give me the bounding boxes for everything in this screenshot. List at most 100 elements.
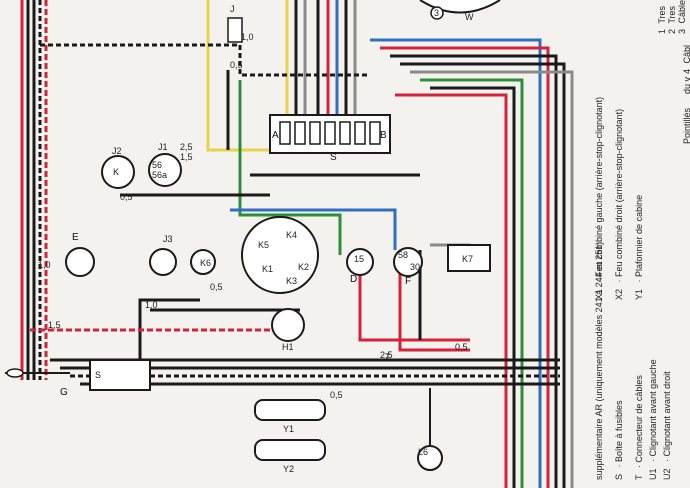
lamp-k7-label: K7 — [462, 254, 473, 264]
component-l6: L6 — [417, 388, 443, 471]
legend-t-text: · Connecteur de câbles — [634, 375, 644, 469]
wire-label-8: 1,5 — [48, 320, 61, 330]
connector-j2-label: J2 — [112, 146, 122, 156]
lamp-f-terminal-58: 58 — [398, 250, 408, 260]
legend-right-3: 3 Câble — [677, 0, 687, 34]
connector-j3: J3 — [149, 234, 177, 276]
legend-s-text: · Boîte à fusibles — [614, 400, 624, 468]
wire-label-7: 1,0 — [145, 300, 158, 310]
legend-y1-text: · Plafonnier de cabine — [634, 195, 644, 283]
legend-u1-key: U1 — [648, 468, 658, 480]
lamp-f-terminal-30: 30 — [410, 262, 420, 272]
legend-s: S · Boîte à fusibles — [614, 400, 624, 480]
legend-right-2: 2 Tres — [667, 5, 677, 34]
node-t-label: T — [385, 352, 391, 362]
relay-k6: K6 — [190, 249, 216, 275]
lamp-y2-label: Y2 — [283, 464, 294, 474]
component-item-3-label: 3 — [434, 8, 439, 18]
connector-j1-label: J1 — [158, 142, 168, 152]
fusebox-label: S — [330, 152, 337, 163]
lamp-d-label: D — [350, 274, 357, 285]
legend-x1-key: X1 — [594, 289, 604, 300]
legend-t: T · Connecteur de câbles — [634, 375, 644, 480]
lamp-k7: K7 — [447, 244, 491, 272]
legend-x2: X2 · Feu combiné droit (arrière-stop-cli… — [614, 109, 624, 300]
legend-y1: Y1 · Plafonnier de cabine — [634, 195, 644, 300]
wire-label-4: 1,5 — [180, 152, 193, 162]
fusebox-connector-b: B — [380, 130, 387, 141]
wire-label-9: 0,5 — [210, 282, 223, 292]
lamp-h1: H1 — [271, 308, 305, 352]
relay-k2-label: K2 — [298, 262, 309, 272]
component-w-label: W — [465, 12, 474, 22]
legend-right-1-key: 1 — [657, 29, 667, 34]
connector-j3-label: J3 — [163, 234, 173, 244]
legend-x1-text: · Feu combiné gauche (arrière-stop-clign… — [594, 97, 604, 283]
relay-k1-label: K1 — [262, 264, 273, 274]
lamp-y1: Y1 — [254, 399, 326, 434]
legend-right-5: du v — [682, 76, 690, 94]
lamp-e-label: E — [72, 232, 79, 243]
relay-cluster: K5 K4 K1 K2 K3 — [241, 216, 319, 294]
relay-k4-label: K4 — [286, 230, 297, 240]
relay-k5-label: K5 — [258, 240, 269, 250]
switch-g-label: G — [60, 387, 68, 398]
wire-label-10: 2,5 — [380, 350, 393, 360]
legend-right-1-text: Tres — [657, 5, 667, 23]
lamp-d: D 15 — [346, 248, 374, 285]
legend-vertical: X1 · Feu combiné gauche (arrière-stop-cl… — [594, 97, 672, 480]
lamp-f-label: F — [405, 276, 411, 287]
right-wire-bundle — [370, 38, 574, 488]
legend-supplementary: supplémentaire AR (uniquement modèles 24… — [594, 242, 604, 480]
legend-u2: U2 · Clignotant avant droit — [662, 371, 672, 480]
legend-right-3-key: 3 — [677, 29, 687, 34]
legend-y1-key: Y1 — [634, 289, 644, 300]
component-j: J — [227, 4, 243, 43]
legend-t-key: T — [634, 474, 644, 480]
wire-annotations: 1,0 0,5 2,5 1,5 0,5 1,0 1,0 1,5 0,5 2,5 … — [38, 32, 468, 400]
left-wire-bundle — [20, 0, 48, 380]
lamp-d-terminal-15: 15 — [354, 254, 364, 264]
wire-label-2: 0,5 — [230, 60, 243, 70]
legend-right-4-text: Câbl — [682, 45, 690, 64]
legend-u2-key: U2 — [662, 468, 672, 480]
switch-g-terminal-s: S — [95, 370, 101, 380]
legend-right-2-text: Tres — [667, 5, 677, 23]
legend-u1: U1 · Clignotant avant gauche — [648, 359, 658, 480]
lamp-y2: Y2 — [254, 439, 326, 474]
horizontal-bus — [30, 43, 560, 386]
switch-g: G S — [5, 359, 151, 398]
fusebox: A B S — [269, 114, 391, 163]
connector-j1-terminal-56a: 56a — [152, 170, 167, 180]
wire-label-6: 1,0 — [38, 260, 51, 270]
legend-right-4: 4 Câbl — [682, 45, 690, 74]
lamp-y1-label: Y1 — [283, 424, 294, 434]
legend-x1: X1 · Feu combiné gauche (arrière-stop-cl… — [594, 97, 604, 300]
wire-label-12: 0,5 — [330, 390, 343, 400]
legend-u2-text: · Clignotant avant droit — [662, 371, 672, 462]
legend-right-6: Pointillés — [682, 107, 690, 144]
node-t: T — [385, 352, 391, 362]
connector-j1-terminal-56: 56 — [152, 160, 162, 170]
connector-j1: J1 56 56a — [148, 142, 182, 187]
wire-label-5: 0,5 — [120, 192, 133, 202]
component-l6-label: L6 — [418, 447, 428, 457]
legend-x2-text: · Feu combiné droit (arrière-stop-cligno… — [614, 109, 624, 283]
wire-label-3: 2,5 — [180, 142, 193, 152]
fuse-row — [279, 121, 381, 145]
connector-j2: J2 K — [101, 146, 135, 189]
relay-k6-label: K6 — [200, 258, 211, 268]
component-j-label: J — [230, 4, 235, 14]
legend-right: 1 Tres 2 Tres 3 Câble 4 Câbl du v — [657, 0, 690, 144]
lamp-h1-label: H1 — [282, 342, 294, 352]
fusebox-connector-a: A — [272, 130, 279, 141]
lamp-e: E — [65, 232, 95, 277]
lamp-f: F 58 30 — [393, 247, 423, 287]
legend-right-4-key: 4 — [682, 69, 690, 74]
wire-label-11: 0,5 — [455, 342, 468, 352]
legend-s-key: S — [614, 474, 624, 480]
relay-k3-label: K3 — [286, 276, 297, 286]
connector-j2-terminal-k: K — [113, 167, 119, 177]
top-wires — [206, 0, 357, 152]
legend-x2-key: X2 — [614, 289, 624, 300]
